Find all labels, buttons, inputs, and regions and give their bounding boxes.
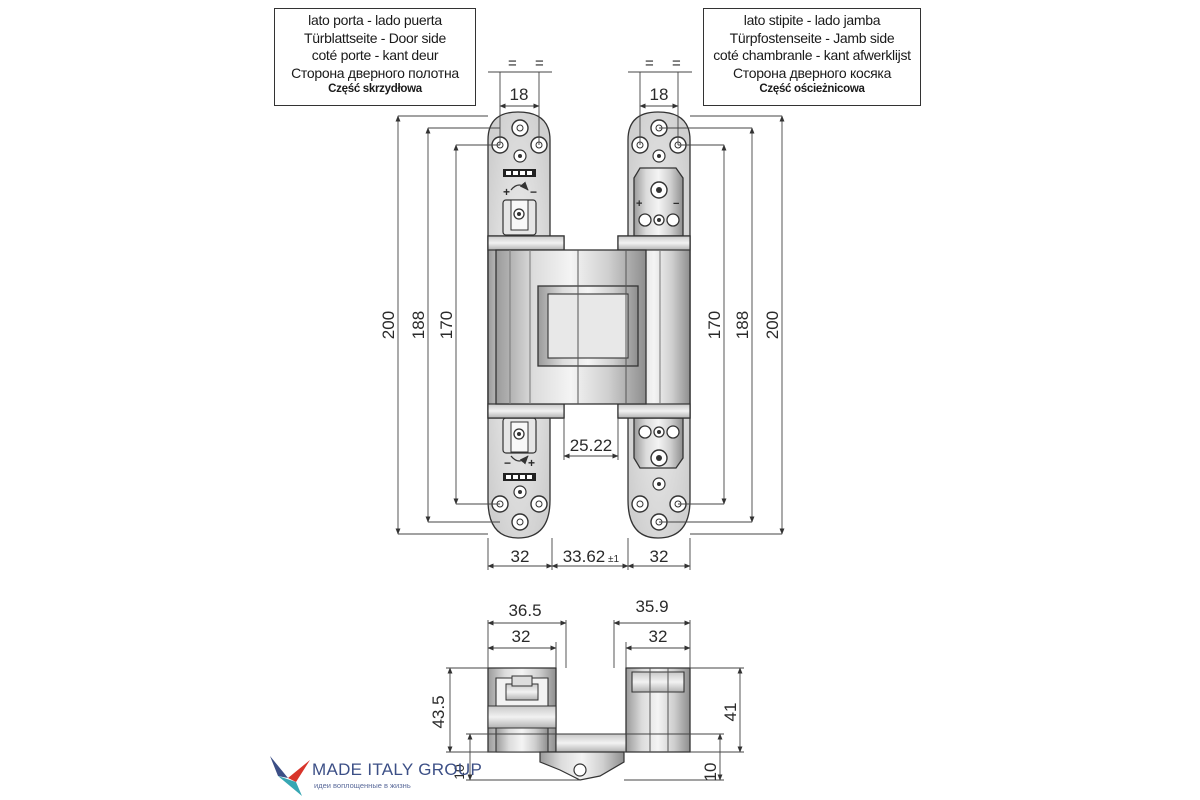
- dim-section-left-offset: 10: [451, 764, 467, 780]
- dim-bottom-mid-tolerance: ±1: [608, 554, 619, 565]
- door-label-line-ru: Сторона дверного полотна: [291, 64, 459, 81]
- door-top-minus: −: [530, 185, 537, 199]
- dim-section-left-inner: 32: [512, 627, 531, 646]
- jamb-label-line-ru: Сторона дверного косяка: [732, 64, 892, 81]
- dim-height-200-left: 200: [379, 311, 398, 339]
- door-top-adjust-scale: [503, 169, 536, 177]
- hinge-body: [487, 235, 691, 419]
- dim-height-170-right: 170: [705, 311, 724, 339]
- dim-section-left-height: 43.5: [429, 695, 448, 728]
- jamb-label-line-fr-nl: coté chambranle - kant afwerklijst: [713, 47, 911, 63]
- dim-height-188-right: 188: [733, 311, 752, 339]
- dim-section-right-offset: 10: [701, 763, 720, 782]
- section-dimension-lines: [446, 620, 744, 781]
- dim-section-left-outer: 36.5: [508, 601, 541, 620]
- equal-mark-2: =: [535, 55, 544, 72]
- dim-height-170-left: 170: [437, 311, 456, 339]
- jamb-side-label: lato stipite - lado jamba Türpfostenseit…: [703, 8, 921, 106]
- door-side-label: lato porta - lado puerta Türblattseite -…: [274, 8, 476, 106]
- door-bottom-minus: −: [504, 456, 511, 470]
- door-label-line-it-es: lato porta - lado puerta: [308, 12, 442, 28]
- jamb-label-line-de-en: Türpfostenseite - Jamb side: [729, 29, 895, 46]
- jamb-bottom-screws: [631, 477, 687, 531]
- jamb-top-minus: −: [673, 198, 679, 210]
- dim-gap: 25.22: [570, 436, 613, 455]
- dim-section-right-inner: 32: [649, 627, 668, 646]
- jamb-label-line-pl: Część ościeżnicowa: [759, 83, 865, 95]
- jamb-top-plus: +: [636, 198, 642, 210]
- dim-bottom-right: 32: [650, 547, 669, 566]
- jamb-leaf: + −: [627, 111, 691, 539]
- dim-bottom-left: 32: [511, 547, 530, 566]
- dim-section-right-outer: 35.9: [635, 597, 668, 616]
- dim-height-188-left: 188: [409, 311, 428, 339]
- brand-tagline: идеи воплощенные в жизнь: [314, 781, 411, 790]
- brand-bird-icon: [270, 756, 310, 796]
- jamb-label-line-it-es: lato stipite - lado jamba: [743, 12, 881, 28]
- dimension-lines: [395, 71, 785, 570]
- door-top-plus: +: [503, 185, 510, 199]
- dim-top-width-left: 18: [510, 85, 529, 104]
- door-bottom-screws: [491, 485, 548, 531]
- brand-name: MADE ITALY GROUP: [312, 760, 483, 779]
- door-label-line-de-en: Türblattseite - Door side: [304, 29, 446, 46]
- dim-height-200-right: 200: [763, 311, 782, 339]
- section-view: [487, 667, 691, 781]
- door-bottom-plus: +: [528, 456, 535, 470]
- door-label-line-fr-nl: coté porte - kant deur: [311, 47, 439, 63]
- dim-bottom-mid: 33.62: [563, 547, 606, 566]
- dim-section-right-height: 41: [721, 703, 740, 722]
- dim-top-width-right: 18: [650, 85, 669, 104]
- equal-mark-4: =: [672, 55, 681, 72]
- brand-logo: MADE ITALY GROUP идеи воплощенные в жизн…: [262, 752, 512, 798]
- door-label-line-pl: Część skrzydłowa: [328, 83, 422, 95]
- door-bottom-adjust-scale: [503, 473, 536, 481]
- equal-mark-3: =: [645, 55, 654, 72]
- equal-mark-1: =: [508, 55, 517, 72]
